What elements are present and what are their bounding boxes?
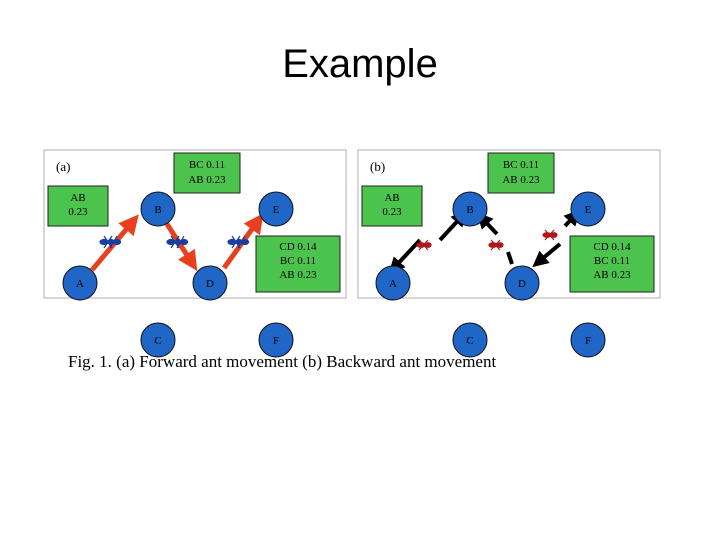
panel-a-label: (a) xyxy=(56,159,70,174)
panel-b-right-box-line-1: CD 0.14 xyxy=(593,241,631,253)
panel-a-ant-1 xyxy=(99,235,122,249)
panel-b-node-a-label: A xyxy=(389,278,397,290)
panel-b-left-box-line-1: AB xyxy=(384,192,399,204)
panel-b-label: (b) xyxy=(370,159,385,174)
panel-a-right-box xyxy=(255,235,341,293)
panel-a-node-f-label: F xyxy=(273,335,279,347)
panel-b-left-box-line-2: 0.23 xyxy=(382,206,402,218)
panel-b-arrow-to-d xyxy=(532,242,562,268)
panel-b-node-c-label: C xyxy=(466,335,473,347)
slide-title: Example xyxy=(282,42,438,86)
panel-a-arrow-b-to-d xyxy=(164,222,198,272)
panel-b-ant-2 xyxy=(488,239,504,251)
panel-a-node-a-label: A xyxy=(76,278,84,290)
panel-b-ant-3 xyxy=(542,229,558,241)
panel-a-right-box-line-1: CD 0.14 xyxy=(279,241,317,253)
panel-b-node-d xyxy=(504,265,540,301)
panel-a-left-box xyxy=(47,185,109,227)
panel-b-right-box xyxy=(569,235,655,293)
panel-a-left-box-line-2: 0.23 xyxy=(68,206,88,218)
panel-a-ant-3 xyxy=(227,235,250,249)
panel-a-node-e xyxy=(258,191,294,227)
panel-a-node-d xyxy=(192,265,228,301)
panel-b-arrow-to-a xyxy=(388,238,422,274)
panel-b-left-box xyxy=(361,185,423,227)
panel-b-node-f xyxy=(570,322,606,358)
panel-b: (b) BC 0.11 AB 0.23 AB 0.23 CD 0.14 BC 0… xyxy=(357,149,661,358)
panel-a-arrow-a-to-b xyxy=(90,214,139,272)
panel-b-right-box-line-2: BC 0.11 xyxy=(594,255,630,267)
panel-b-top-box-line-2: AB 0.23 xyxy=(502,174,540,186)
panel-a-right-box-line-3: AB 0.23 xyxy=(279,269,317,281)
panel-a-node-d-label: D xyxy=(206,278,214,290)
panel-b-node-b xyxy=(452,191,488,227)
panel-a-top-box xyxy=(173,152,241,194)
panel-a-right-box-line-2: BC 0.11 xyxy=(280,255,316,267)
panel-b-node-c xyxy=(452,322,488,358)
panel-b-node-a xyxy=(375,265,411,301)
panel-a-node-c-label: C xyxy=(154,335,161,347)
panel-a-top-box-line-1: BC 0.11 xyxy=(189,159,225,171)
panel-b-node-f-label: F xyxy=(585,335,591,347)
panel-a-left-box-line-1: AB xyxy=(70,192,85,204)
panel-b-arrow-tail-d xyxy=(506,251,514,265)
panel-a: (a) BC 0.11 AB 0.23 AB 0.23 CD 0.14 BC 0… xyxy=(43,149,347,358)
panel-b-ant-1 xyxy=(416,239,432,251)
panel-a-node-f xyxy=(258,322,294,358)
panel-b-node-d-label: D xyxy=(518,278,526,290)
panel-a-node-e-label: E xyxy=(273,204,280,216)
panel-a-top-box-line-2: AB 0.23 xyxy=(188,174,226,186)
panel-b-right-box-line-3: AB 0.23 xyxy=(593,269,631,281)
panel-a-node-b xyxy=(140,191,176,227)
panel-a-ant-2 xyxy=(166,235,189,249)
panel-a-node-c xyxy=(140,322,176,358)
panel-b-node-b-label: B xyxy=(466,204,473,216)
panel-b-top-box-line-1: BC 0.11 xyxy=(503,159,539,171)
figure-caption: Fig. 1. (a) Forward ant movement (b) Bac… xyxy=(68,352,497,371)
panel-b-node-e-label: E xyxy=(585,204,592,216)
panel-b-top-box xyxy=(487,152,555,194)
panel-a-node-a xyxy=(62,265,98,301)
panel-b-node-e xyxy=(570,191,606,227)
panel-a-node-b-label: B xyxy=(154,204,161,216)
